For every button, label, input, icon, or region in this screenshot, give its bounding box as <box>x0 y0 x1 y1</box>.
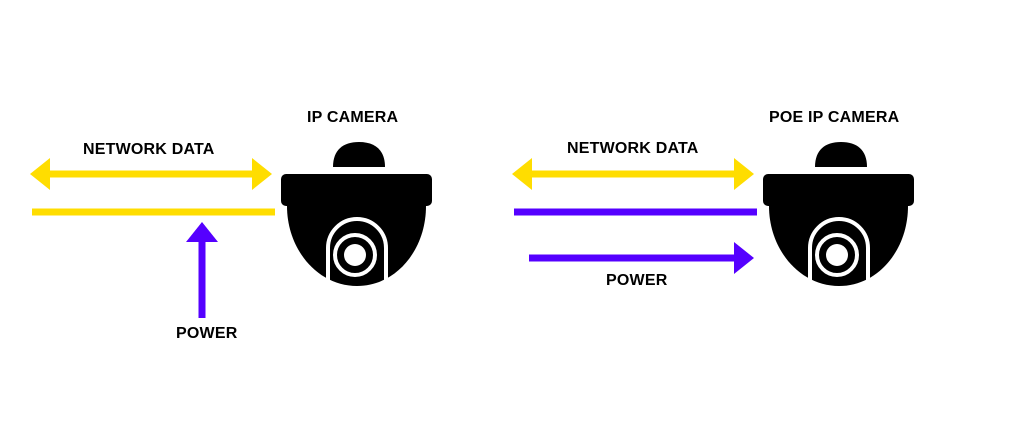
right-camera-label: POE IP CAMERA <box>769 109 900 126</box>
right-power-arrow <box>529 242 754 274</box>
left-dome-camera-icon <box>281 142 432 286</box>
right-network-double-arrow <box>512 158 754 190</box>
right-network-label: NETWORK DATA <box>567 140 699 157</box>
left-power-arrow <box>186 222 218 318</box>
left-camera-label: IP CAMERA <box>307 109 399 126</box>
left-network-double-arrow <box>30 158 272 190</box>
right-power-label: POWER <box>606 272 668 289</box>
right-dome-camera-icon <box>763 142 914 286</box>
left-power-label: POWER <box>176 325 238 342</box>
left-network-label: NETWORK DATA <box>83 141 215 158</box>
